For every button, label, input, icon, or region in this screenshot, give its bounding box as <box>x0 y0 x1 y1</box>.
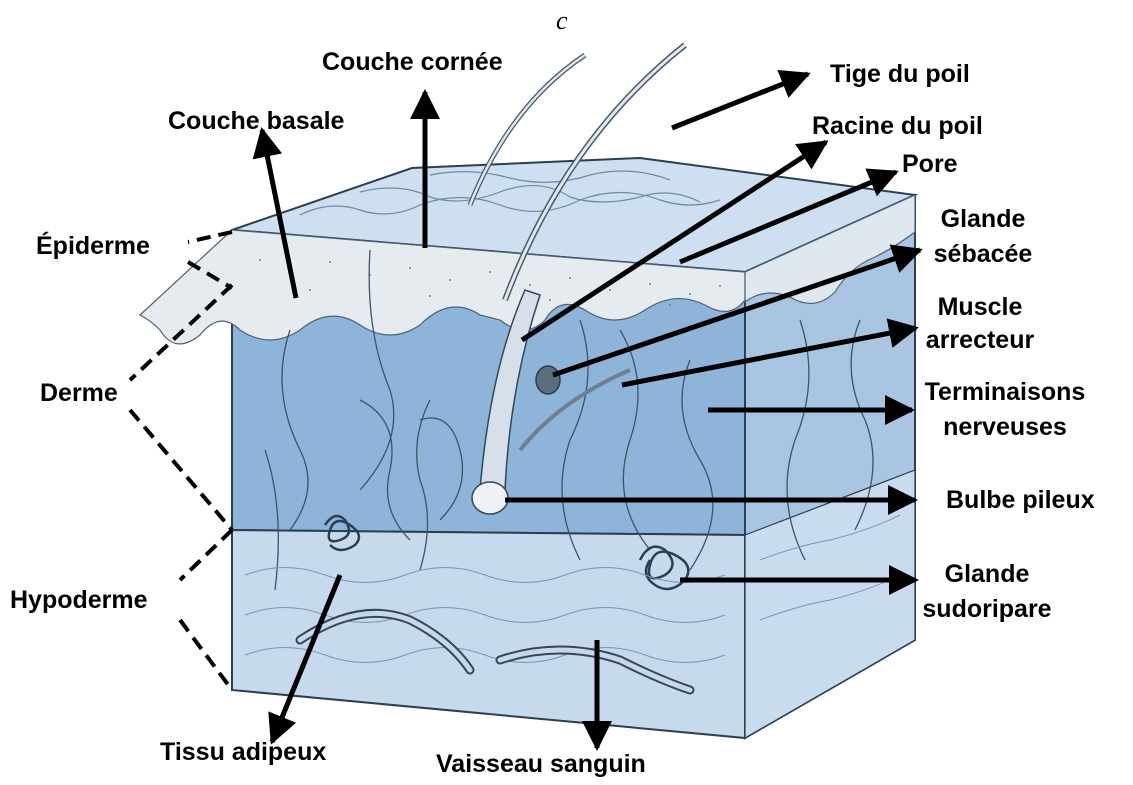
label-hypoderme: Hypoderme <box>10 586 148 614</box>
label-derme: Derme <box>40 379 118 407</box>
label-glande-sebacee-1: Glande <box>918 205 1048 233</box>
label-terminaisons-1: Terminaisons <box>910 378 1100 406</box>
label-epiderme: Épiderme <box>36 232 150 260</box>
label-pore: Pore <box>902 150 958 178</box>
label-glande-sudoripare-1: Glande <box>912 560 1062 588</box>
label-racine-du-poil: Racine du poil <box>812 112 983 140</box>
label-muscle-2: arrecteur <box>915 326 1045 354</box>
label-muscle-1: Muscle <box>915 293 1045 321</box>
label-tissu-adipeux: Tissu adipeux <box>160 738 326 766</box>
label-couche-cornee: Couche cornée <box>322 48 503 76</box>
label-tige-du-poil: Tige du poil <box>830 60 970 88</box>
label-terminaisons-2: nerveuses <box>910 413 1100 441</box>
label-glande-sebacee-2: sébacée <box>918 240 1048 268</box>
label-bulbe-pileux: Bulbe pileux <box>946 486 1095 514</box>
label-glande-sudoripare-2: sudoripare <box>912 595 1062 623</box>
label-couche-basale: Couche basale <box>168 107 344 135</box>
label-vaisseau-sanguin: Vaisseau sanguin <box>436 750 646 778</box>
figure-caption: c <box>556 6 568 36</box>
